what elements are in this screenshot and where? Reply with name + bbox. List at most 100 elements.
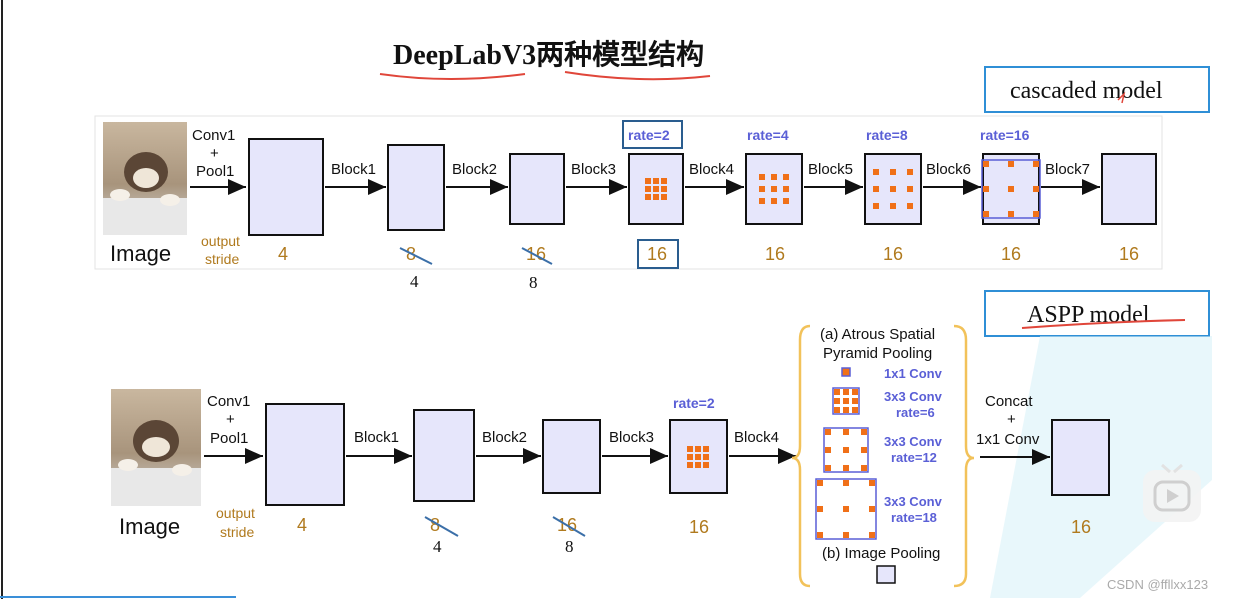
plus-label-top: + bbox=[210, 145, 219, 162]
aspp-stride-crossed-8: 8 bbox=[430, 515, 440, 535]
video-play-button[interactable] bbox=[1143, 463, 1201, 522]
kernel-rate2-dot bbox=[661, 194, 667, 200]
aspp-block1-label: Block1 bbox=[354, 429, 399, 446]
cat-image-top bbox=[103, 122, 187, 235]
aspp-kernel-rate12-dot bbox=[861, 429, 867, 435]
kernel-rate16-dot bbox=[1033, 161, 1039, 167]
kernel-rate8-dot bbox=[890, 203, 896, 209]
rate-label-16: rate=16 bbox=[980, 127, 1030, 143]
page-title: DeepLabV3两种模型结构 bbox=[393, 39, 704, 71]
kernel-rate16-dot bbox=[1008, 186, 1014, 192]
rate-label-8: rate=8 bbox=[866, 127, 908, 143]
kernel-rate16-dot bbox=[983, 161, 989, 167]
feature-box-3 bbox=[509, 153, 565, 225]
rate-label-4: rate=4 bbox=[747, 127, 789, 143]
stride-4-box1: 4 bbox=[278, 244, 288, 264]
kernel-rate4-dot bbox=[759, 174, 765, 180]
aspp-title-line1: (a) Atrous Spatial bbox=[820, 326, 935, 343]
csdn-watermark: CSDN @ffllxx123 bbox=[1107, 577, 1208, 592]
aspp-kernel-rate18-dot bbox=[869, 506, 875, 512]
aspp-kernel-rate12-dot bbox=[825, 429, 831, 435]
stride-crossed-16: 16 bbox=[526, 244, 546, 264]
kernel-rate4-dot bbox=[783, 174, 789, 180]
aspp-kernel-rate6-dot bbox=[852, 398, 858, 404]
play-icon bbox=[1167, 489, 1179, 503]
feature-box-8 bbox=[1101, 153, 1157, 225]
kernel-rate8-dot bbox=[907, 203, 913, 209]
aspp-block4-label: Block4 bbox=[734, 429, 779, 446]
kernel-rate2-dot bbox=[653, 186, 659, 192]
aspp-rate18-label: rate=18 bbox=[891, 510, 937, 525]
aspp-strike-8 bbox=[424, 516, 459, 537]
stride-16-box6: 16 bbox=[883, 244, 903, 264]
block6-label: Block6 bbox=[926, 161, 971, 178]
aspp-kernel-rate12-dot bbox=[861, 465, 867, 471]
pool1-label-top: Pool1 bbox=[196, 163, 234, 180]
stride-16-box5: 16 bbox=[765, 244, 785, 264]
aspp-kernel-rate18-dot bbox=[817, 532, 823, 538]
aspp-kernel-rate18-dot bbox=[869, 532, 875, 538]
output-label-top: output bbox=[201, 233, 240, 249]
aspp-kernel-rate18-dot bbox=[817, 506, 823, 512]
kernel-rate16-dot bbox=[1008, 161, 1014, 167]
aspp-kernel-rate2-dot bbox=[703, 462, 709, 468]
cascaded-model-label: cascaded model bbox=[1010, 78, 1163, 104]
kernel-rate2-dot bbox=[645, 194, 651, 200]
aspp-1x1-kernel bbox=[841, 367, 851, 377]
aspp-kernel-rate12-dot bbox=[825, 465, 831, 471]
concat-label: Concat bbox=[985, 393, 1033, 410]
kernel-rate4-dot bbox=[759, 186, 765, 192]
feature-box-1 bbox=[248, 138, 324, 236]
aspp-feature-box-3 bbox=[542, 419, 601, 494]
aspp-kernel-rate18-dot bbox=[843, 506, 849, 512]
aspp-kernel-rate18-dot bbox=[843, 480, 849, 486]
kernel-rate16-dot bbox=[983, 211, 989, 217]
block7-label: Block7 bbox=[1045, 161, 1090, 178]
aspp-rate-label: rate=2 bbox=[673, 395, 715, 411]
aspp-kernel-rate2-dot bbox=[695, 446, 701, 452]
atrous-kernel-bottom bbox=[687, 446, 709, 468]
aspp-kernel-rate2-dot bbox=[695, 462, 701, 468]
atrous-kernels-top bbox=[645, 159, 1041, 219]
aspp-kernel-rate18-dot bbox=[869, 480, 875, 486]
block5-label: Block5 bbox=[808, 161, 853, 178]
block4-label: Block4 bbox=[689, 161, 734, 178]
aspp-kernel-rate6-dot bbox=[843, 389, 849, 395]
aspp-rate12-conv: 3x3 Conv bbox=[884, 434, 943, 449]
handwritten-4-top: 4 bbox=[410, 272, 419, 291]
pool1-label-bottom: Pool1 bbox=[210, 430, 248, 447]
aspp-kernel-rate12-dot bbox=[843, 429, 849, 435]
stride-label-bottom: stride bbox=[220, 524, 254, 540]
cascaded-mark bbox=[1117, 91, 1126, 104]
aspp-right-brace bbox=[953, 324, 975, 588]
aspp-kernel-rate6-frame bbox=[832, 387, 860, 415]
aspp-underline bbox=[1021, 319, 1186, 329]
kernel-rate4-dot bbox=[771, 186, 777, 192]
aspp-strike-16 bbox=[552, 516, 586, 537]
rate-label-2: rate=2 bbox=[628, 127, 670, 143]
kernel-rate4-dot bbox=[783, 198, 789, 204]
strike-16 bbox=[521, 247, 553, 265]
aspp-kernel-rate12-dot bbox=[843, 465, 849, 471]
aspp-feature-box-1 bbox=[265, 403, 345, 506]
aspp-block3-label: Block3 bbox=[609, 429, 654, 446]
aspp-feature-box-2 bbox=[413, 409, 475, 502]
aspp-kernel-rate2-dot bbox=[703, 446, 709, 452]
kernel-rate8-dot bbox=[873, 169, 879, 175]
aspp-output-box bbox=[1051, 419, 1110, 496]
stride-label-top: stride bbox=[205, 251, 239, 267]
aspp-stride-16: 16 bbox=[689, 517, 709, 537]
stride-16-box7: 16 bbox=[1001, 244, 1021, 264]
feature-box-2 bbox=[387, 144, 445, 231]
aspp-rate6-label: rate=6 bbox=[896, 405, 935, 420]
title-underline-right bbox=[564, 71, 711, 81]
block2-label: Block2 bbox=[452, 161, 497, 178]
concat-plus: + bbox=[1007, 411, 1016, 428]
aspp-rate12-label: rate=12 bbox=[891, 450, 937, 465]
kernel-rate16-dot bbox=[983, 186, 989, 192]
rate2-highlight-box bbox=[622, 120, 683, 149]
aspp-kernel-rate6-dot bbox=[834, 389, 840, 395]
stride-16-box4: 16 bbox=[647, 244, 667, 264]
kernel-rate4-dot bbox=[771, 174, 777, 180]
